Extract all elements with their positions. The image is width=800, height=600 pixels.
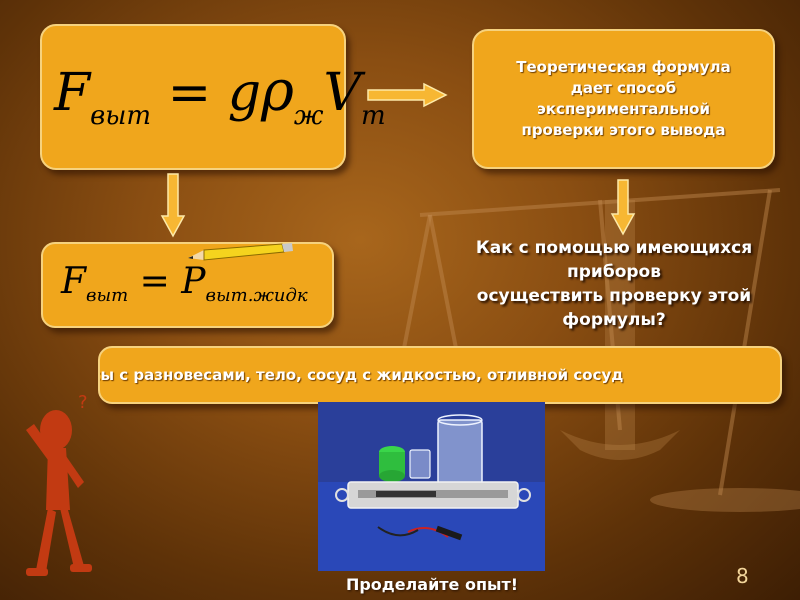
theory-box: Теоретическая формула дает способ экспер… [472, 29, 775, 169]
pencil-icon [188, 243, 293, 261]
arrow-right-icon [367, 82, 448, 108]
formula-second-F-sub: выт [85, 285, 129, 306]
theory-line: Теоретическая формула [516, 58, 731, 76]
theory-line: экспериментальной [536, 100, 710, 118]
answer-text: Весы с разновесами, тело, сосуд с жидкос… [98, 366, 624, 384]
theory-line: проверки этого вывода [521, 121, 726, 139]
question-line: Как с помощью имеющихся [475, 238, 753, 258]
formula-second-F: F [61, 261, 86, 302]
page-number: 8 [736, 564, 749, 588]
question-line: осуществить проверку этой [476, 286, 752, 306]
question-line: приборов [567, 262, 661, 282]
arrow-down-icon [610, 179, 636, 236]
formula-second: Fвыт = Pвыт.жидк [61, 260, 308, 318]
formula-main-V-sub: т [361, 101, 386, 131]
formula-main-eq: = [167, 63, 212, 123]
caption: Проделайте опыт! [345, 575, 519, 594]
theory-text: Теоретическая формула дает способ экспер… [484, 57, 764, 141]
question-line: формулы? [562, 310, 666, 330]
formula-main-F: F [54, 63, 91, 123]
formula-main-F-sub: выт [90, 101, 152, 131]
arrow-down-icon [160, 173, 186, 238]
svg-text:?: ? [78, 392, 88, 413]
formula-second-box: Fвыт = Pвыт.жидк [41, 242, 334, 328]
formula-main-rho: ρ [261, 59, 294, 124]
thinking-figure-icon: ? [26, 392, 92, 576]
formula-main-box: Fвыт = gρжVт [40, 24, 386, 170]
answer-box: Весы с разновесами, тело, сосуд с жидкос… [98, 346, 782, 404]
equipment-photo [318, 402, 545, 571]
formula-main-V: V [323, 63, 362, 123]
formula-second-eq: = [139, 261, 170, 302]
formula-main-rho-sub: ж [293, 101, 324, 131]
formula-second-P-sub: выт.жидк [205, 285, 308, 306]
formula-second-P: P [181, 261, 206, 302]
theory-line: дает способ [570, 79, 677, 97]
formula-main: Fвыт = gρжVт [54, 62, 386, 146]
question-text: Как с помощью имеющихся приборов осущест… [428, 236, 800, 332]
formula-main-g: g [227, 63, 261, 123]
